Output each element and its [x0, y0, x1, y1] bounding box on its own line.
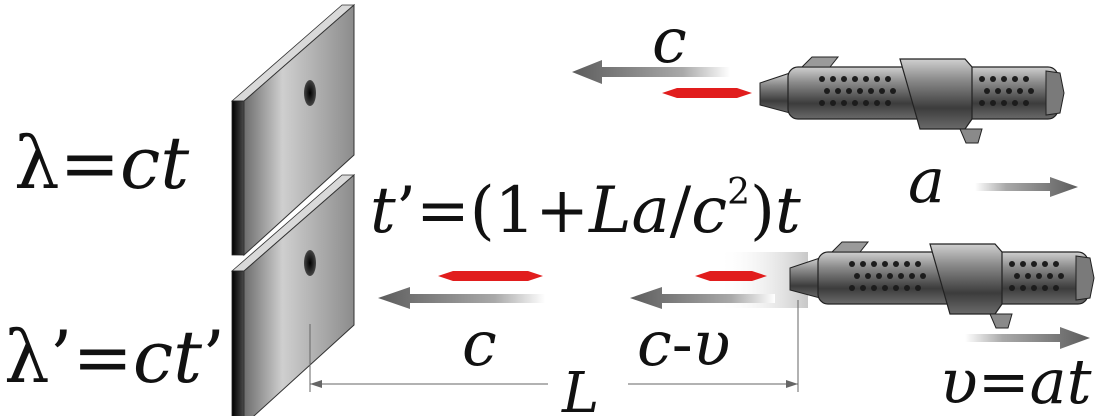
arrow-left-icon	[378, 287, 545, 309]
light-pulse-icon	[695, 271, 767, 281]
equation-time-dilation: t’=(1+La/c2)t	[370, 172, 801, 248]
equation-velocity: υ=at	[940, 345, 1092, 416]
label-c-bottom: c	[462, 307, 497, 380]
light-pulse-icon	[438, 271, 543, 281]
dimension-arrowhead-right	[786, 380, 798, 388]
arrow-left-icon	[572, 60, 730, 84]
label-distance-L: L	[561, 361, 599, 416]
dimension-arrowhead-left	[310, 380, 322, 388]
equation-lambda: λ=ct	[14, 121, 190, 205]
light-pulse-icon	[662, 88, 752, 98]
label-c-minus-v: c-υ	[637, 307, 730, 380]
equation-lambda-prime: λ’=ct’	[4, 315, 225, 399]
label-c-top: c	[652, 4, 687, 77]
arrow-right-icon	[975, 177, 1078, 197]
arrow-left-icon	[630, 287, 775, 309]
rocket-emitter-icon	[789, 241, 1095, 329]
label-acceleration: a	[908, 144, 945, 217]
rocket-emitter-icon	[759, 56, 1065, 144]
arrow-right-icon	[965, 327, 1090, 349]
